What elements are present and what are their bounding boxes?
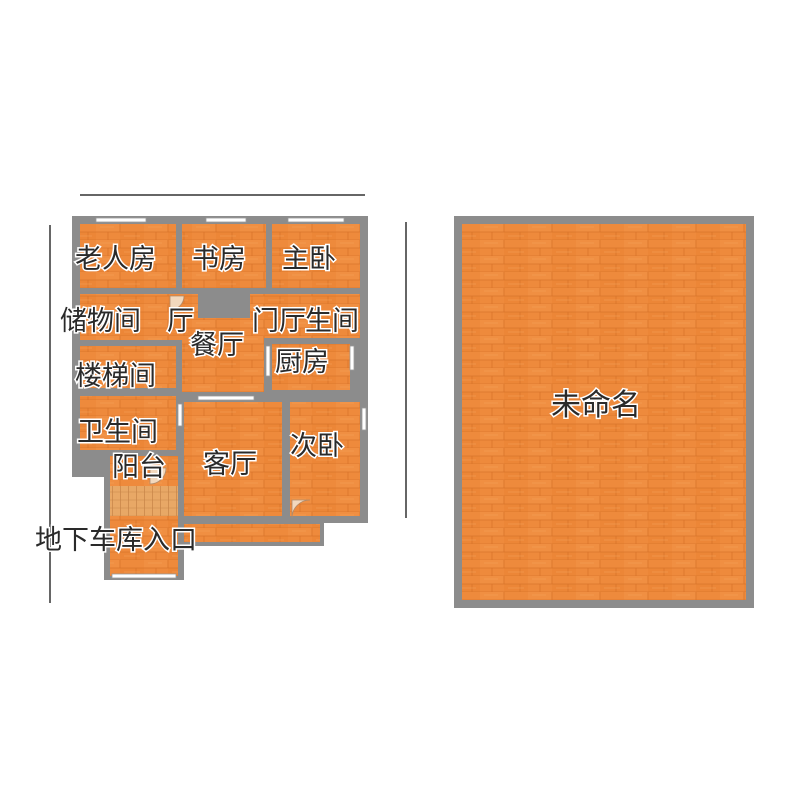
window-stair	[265, 345, 271, 377]
floor-entrance	[250, 294, 360, 338]
left-floor-plan	[72, 216, 368, 580]
label-storage-room: 储物间	[60, 306, 141, 337]
window-second-bedroom	[361, 407, 367, 431]
doors	[149, 295, 311, 519]
floor-dining	[182, 318, 264, 392]
window-balcony	[111, 573, 177, 579]
window-kitchen	[349, 345, 355, 371]
label-garage-entrance: 地下车库入口	[35, 525, 197, 556]
door-second-bedroom	[291, 499, 311, 519]
room-labels: 老人房 书房 主卧 储物间 厅 门厅 生间 餐厅 厨房 楼梯间 卫生间 阳台 客…	[34, 243, 643, 558]
door-storage	[169, 295, 185, 311]
window-bathroom	[177, 403, 183, 427]
label-bathroom-2: 卫生间	[77, 417, 158, 448]
label-study: 书房	[192, 244, 246, 275]
window-study	[205, 217, 247, 223]
floor-garage-passage	[184, 524, 320, 542]
label-elderly-room: 老人房	[75, 244, 156, 275]
label-unnamed: 未命名	[551, 388, 641, 423]
window-elderly-room	[95, 217, 147, 223]
label-second-bedroom: 次卧	[290, 431, 344, 462]
window-living-room	[197, 395, 255, 401]
floor-study	[182, 224, 266, 288]
balcony-stairs	[110, 486, 178, 516]
floor-living-room	[184, 402, 282, 516]
label-master-bedroom: 主卧	[282, 244, 336, 275]
unnamed-room-floor	[462, 224, 746, 600]
floor-elderly-room	[80, 224, 176, 288]
right-floor-plan	[454, 216, 754, 608]
label-dining-room: 餐厅	[190, 330, 244, 361]
floor-stairwell	[80, 346, 176, 388]
dimension-lines	[49, 194, 407, 603]
floor-master-bedroom	[272, 224, 360, 288]
floor-kitchen	[272, 344, 350, 390]
label-entrance-hall: 门厅	[252, 306, 306, 337]
label-hall: 厅	[167, 306, 194, 337]
label-living-room: 客厅	[203, 449, 257, 480]
label-kitchen: 厨房	[275, 347, 329, 378]
floor-bathroom	[80, 396, 176, 450]
floor-second-bedroom	[290, 402, 360, 516]
windows	[95, 217, 367, 579]
label-bathroom-1: 生间	[305, 306, 359, 337]
label-balcony: 阳台	[112, 452, 166, 483]
door-balcony	[149, 467, 167, 485]
window-master-bedroom	[287, 217, 345, 223]
label-stairwell: 楼梯间	[75, 361, 156, 392]
